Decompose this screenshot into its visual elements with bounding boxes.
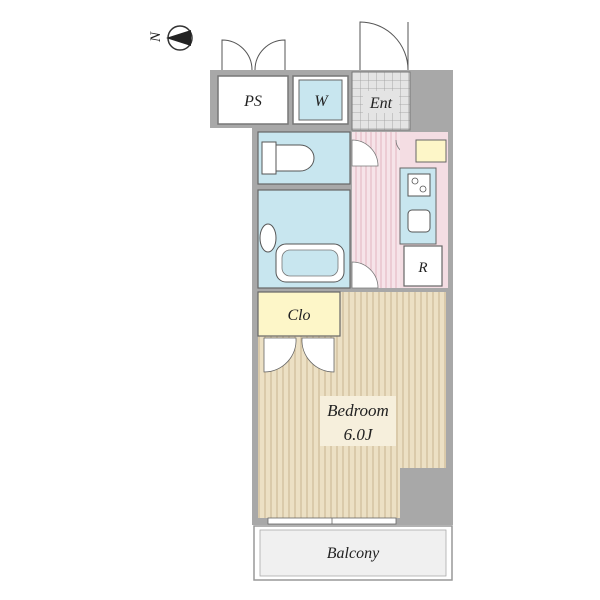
room-entrance: Ent [351, 71, 411, 131]
room-toilet [257, 131, 351, 185]
bedroom-size-label: 6.0J [344, 425, 374, 444]
room-washer: W [292, 75, 349, 125]
room-ps: PS [217, 75, 289, 125]
hallway [351, 132, 411, 289]
room-washer-label: W [314, 93, 329, 110]
room-bathroom [257, 189, 351, 289]
balcony-label: Balcony [327, 545, 380, 562]
counter-box [415, 139, 447, 163]
refrigerator: R [403, 245, 443, 287]
bedroom-label-box [320, 396, 396, 446]
compass-north-label: N [148, 31, 164, 43]
compass-arrow-icon [166, 30, 191, 46]
wash-basin-icon [259, 223, 277, 253]
toilet-bowl-icon [275, 144, 315, 172]
entrance-door [359, 21, 409, 71]
stove-icon [407, 173, 431, 197]
bedroom-label: Bedroom [327, 401, 389, 420]
top-doors [221, 21, 409, 71]
sink-icon [407, 209, 431, 233]
closet-doors [263, 337, 335, 373]
balcony-window [267, 517, 397, 525]
toilet-tank-icon [261, 141, 277, 175]
closet-label: Clo [287, 307, 310, 324]
compass: N [148, 25, 193, 51]
refrigerator-label: R [417, 260, 427, 276]
balcony: Balcony [253, 525, 453, 581]
room-closet: Clo [257, 291, 341, 373]
room-ps-label: PS [243, 93, 262, 110]
room-entrance-label: Ent [369, 95, 393, 112]
